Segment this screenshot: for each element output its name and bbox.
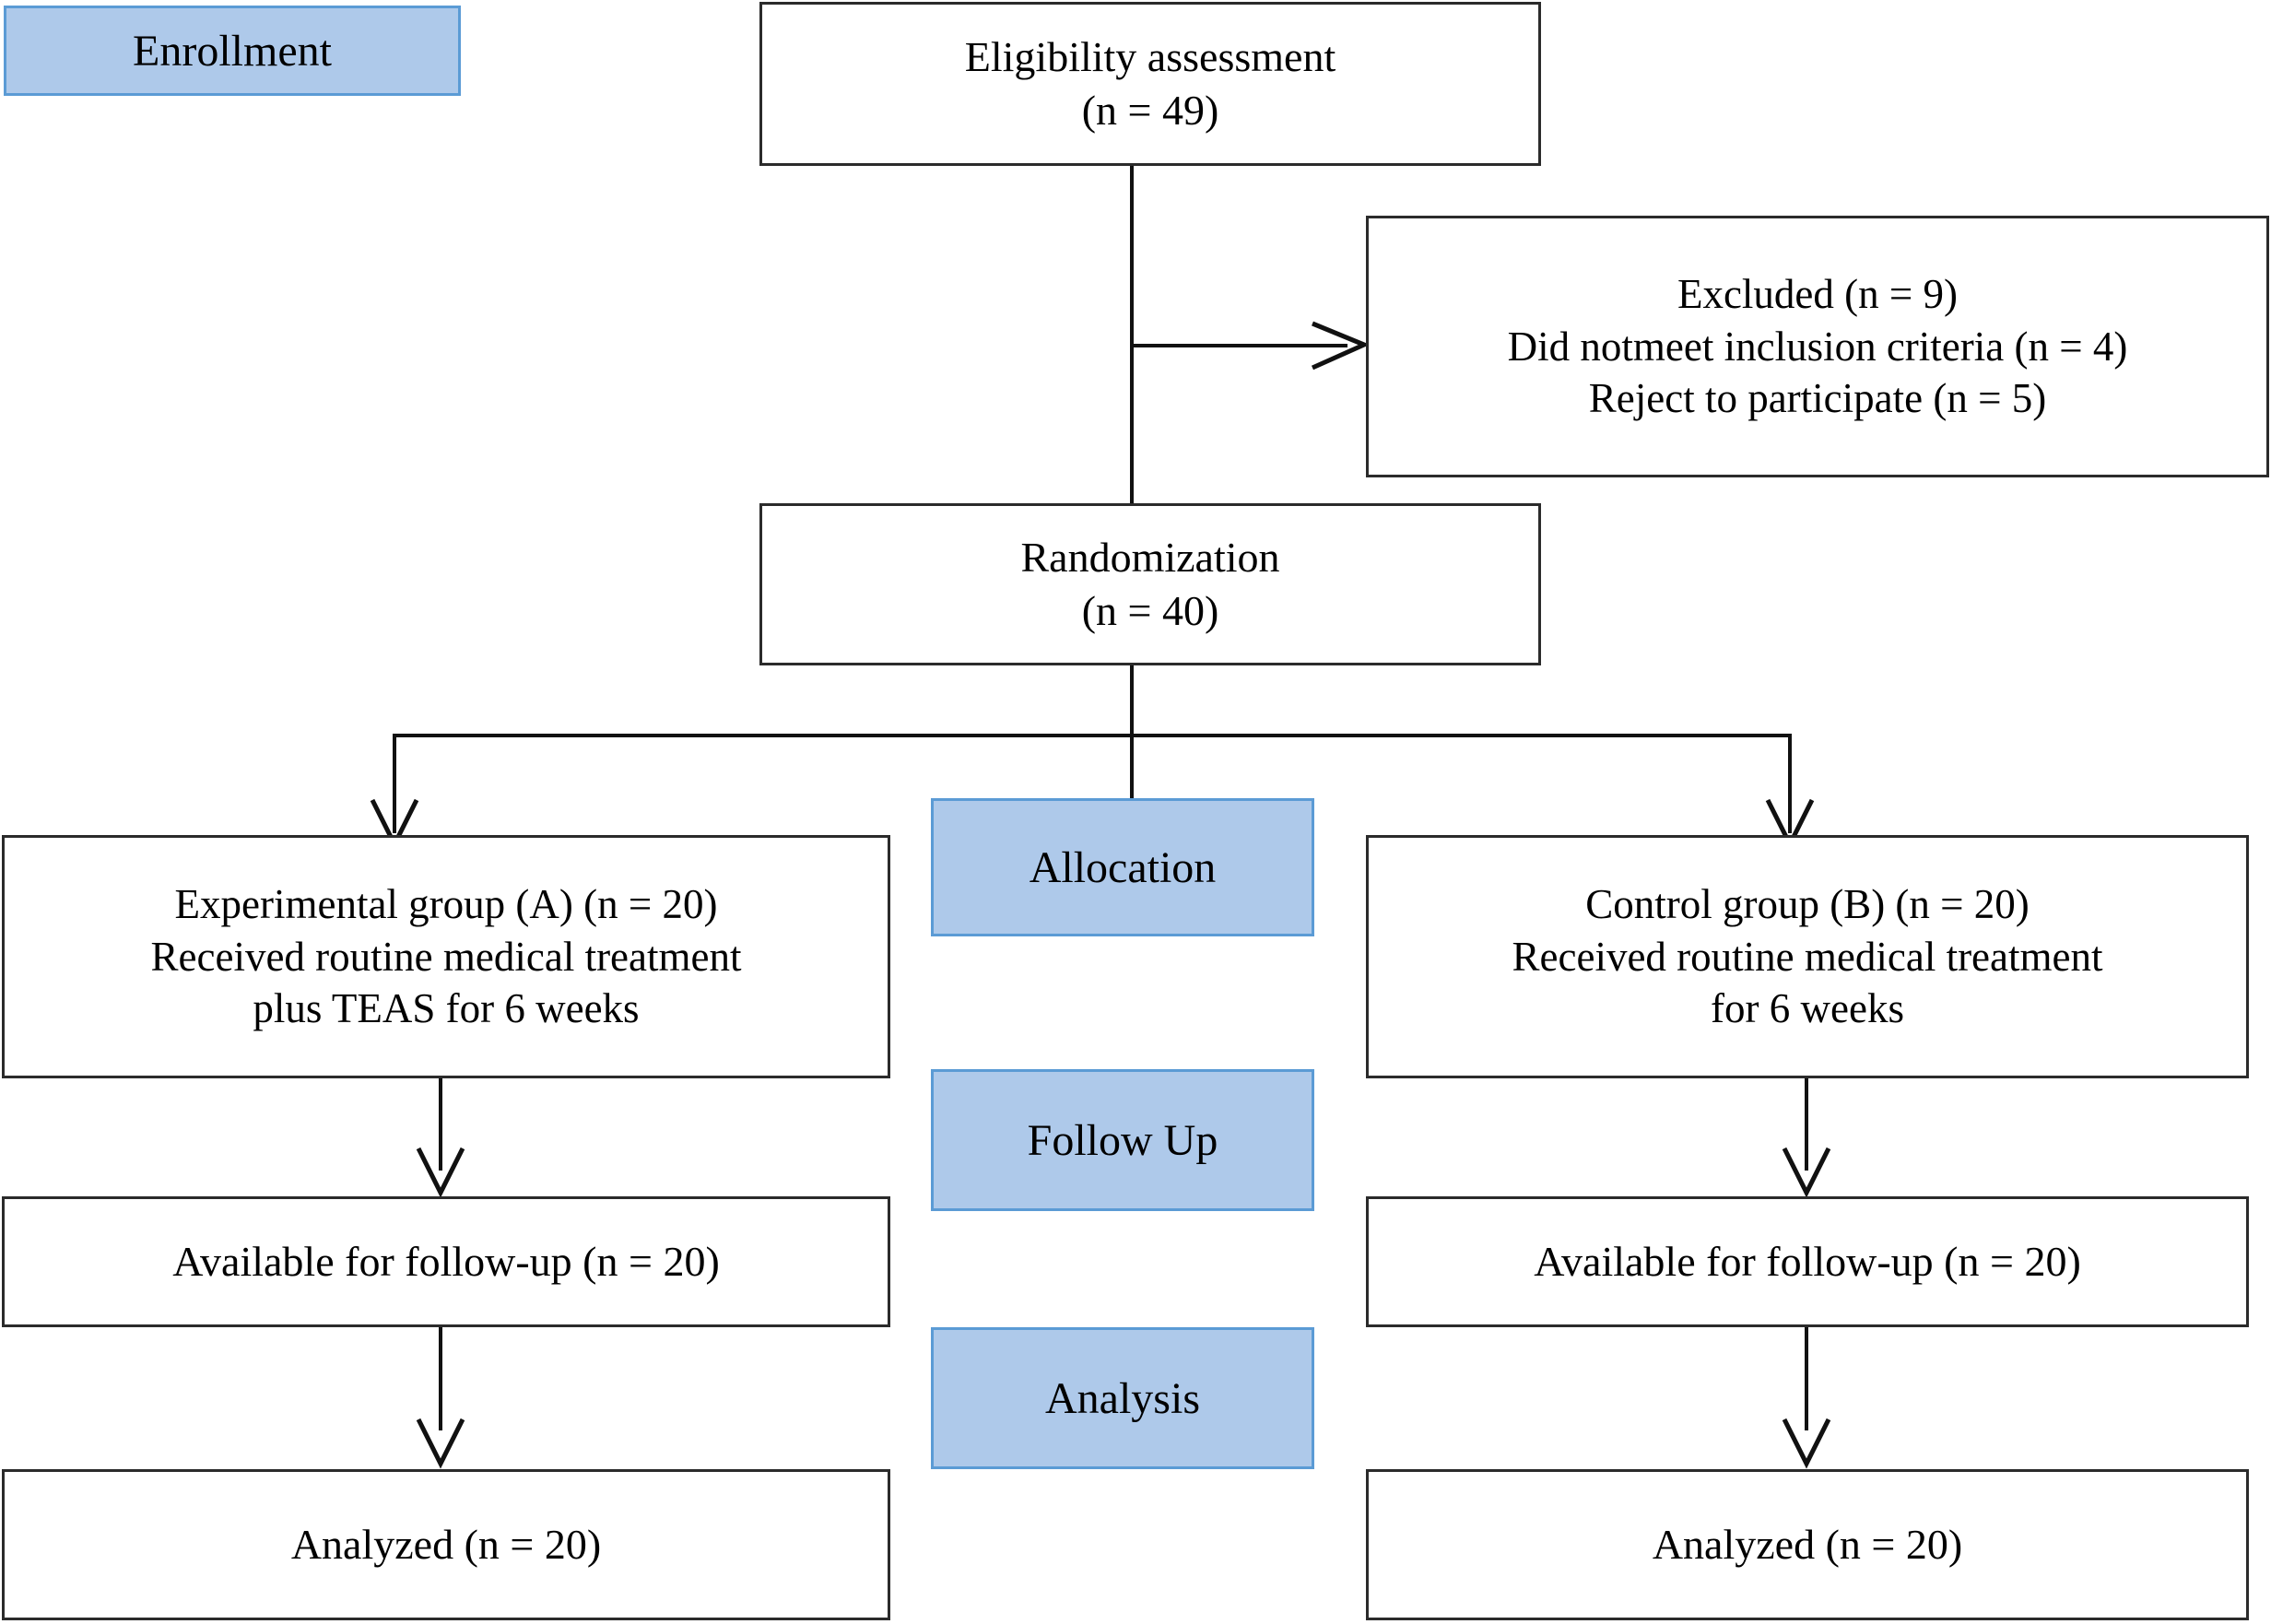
node-eligibility-assessment-text: Eligibility assessment (n = 49)	[964, 33, 1336, 134]
stage-label-follow-up-text: Follow Up	[1027, 1115, 1218, 1165]
node-excluded: Excluded (n = 9) Did notmeet inclusion c…	[1366, 216, 2269, 477]
arrowhead-followup-to-analyzed-right	[1781, 1414, 1832, 1469]
connector-randomization-split-bar	[393, 734, 1792, 737]
connector-experimental-to-followup	[439, 1078, 442, 1171]
connector-randomization-to-control	[1788, 734, 1792, 833]
connector-randomization-stem	[1130, 665, 1134, 799]
connector-followup-to-analyzed-right	[1805, 1327, 1808, 1430]
arrowhead-to-excluded	[1307, 320, 1371, 371]
connector-randomization-to-experimental	[393, 734, 396, 833]
node-followup-control-text: Available for follow-up (n = 20)	[1534, 1238, 2081, 1286]
node-randomization: Randomization (n = 40)	[759, 503, 1541, 665]
node-excluded-text: Excluded (n = 9) Did notmeet inclusion c…	[1507, 270, 2128, 422]
arrowhead-experimental-to-followup	[415, 1143, 466, 1198]
node-control-group: Control group (B) (n = 20) Received rout…	[1366, 835, 2249, 1078]
stage-label-allocation-text: Allocation	[1029, 842, 1217, 892]
node-control-group-text: Control group (B) (n = 20) Received rout…	[1512, 880, 2103, 1032]
stage-label-analysis-text: Analysis	[1045, 1373, 1200, 1423]
node-followup-experimental: Available for follow-up (n = 20)	[2, 1196, 890, 1327]
connector-eligibility-to-randomization	[1130, 166, 1134, 505]
node-randomization-text: Randomization (n = 40)	[1020, 534, 1280, 634]
arrowhead-control-to-followup	[1781, 1143, 1832, 1198]
node-analyzed-experimental: Analyzed (n = 20)	[2, 1469, 890, 1620]
connector-control-to-followup	[1805, 1078, 1808, 1171]
node-analyzed-control: Analyzed (n = 20)	[1366, 1469, 2249, 1620]
node-followup-experimental-text: Available for follow-up (n = 20)	[172, 1238, 720, 1286]
node-followup-control: Available for follow-up (n = 20)	[1366, 1196, 2249, 1327]
connector-eligibility-to-excluded-line	[1130, 344, 1347, 347]
stage-label-allocation: Allocation	[931, 798, 1314, 936]
connector-followup-to-analyzed-left	[439, 1327, 442, 1430]
node-analyzed-experimental-text: Analyzed (n = 20)	[290, 1521, 602, 1569]
node-analyzed-control-text: Analyzed (n = 20)	[1652, 1521, 1963, 1569]
stage-label-enrollment-text: Enrollment	[133, 26, 332, 76]
stage-label-analysis: Analysis	[931, 1327, 1314, 1469]
stage-label-enrollment: Enrollment	[4, 6, 461, 96]
stage-label-follow-up: Follow Up	[931, 1069, 1314, 1211]
node-experimental-group-text: Experimental group (A) (n = 20) Received…	[150, 880, 742, 1032]
arrowhead-followup-to-analyzed-left	[415, 1414, 466, 1469]
node-eligibility-assessment: Eligibility assessment (n = 49)	[759, 2, 1541, 166]
node-experimental-group: Experimental group (A) (n = 20) Received…	[2, 835, 890, 1078]
